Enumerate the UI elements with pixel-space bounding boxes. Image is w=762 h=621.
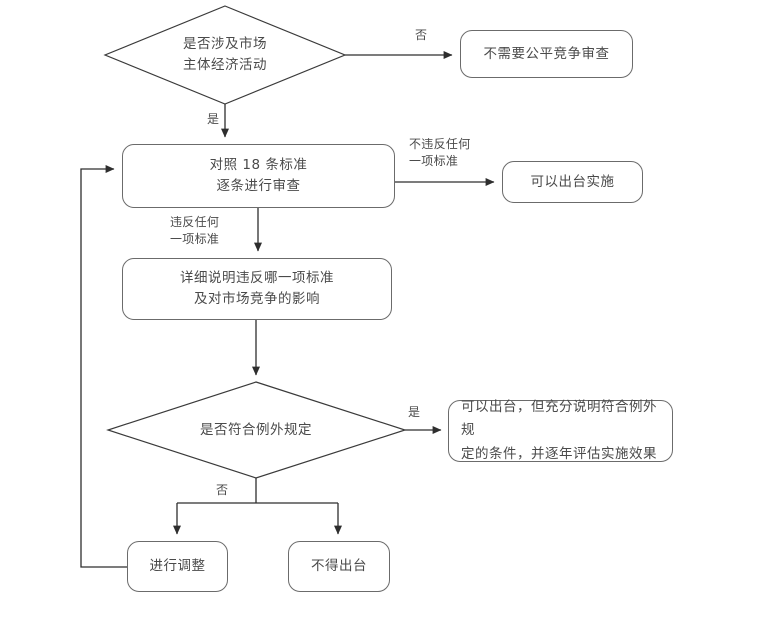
- decision-market-shape: [103, 5, 347, 105]
- edge-label-market-no: 否: [415, 28, 428, 42]
- node-check-18-standards[interactable]: 对照 18 条标准 逐条进行审查: [122, 144, 395, 208]
- edge-label-market-yes: 是: [207, 112, 220, 126]
- decision-exception-shape: [106, 381, 407, 479]
- edge-label-exception-yes: 是: [408, 405, 421, 419]
- node-no-review-needed[interactable]: 不需要公平竞争审查: [460, 30, 633, 78]
- node-make-adjustment[interactable]: 进行调整: [127, 541, 228, 592]
- edge-label-no-violation: 不违反任何 一项标准: [409, 137, 471, 169]
- node-can-implement-with-conditions[interactable]: 可以出台，但充分说明符合例外规 定的条件，并逐年评估实施效果: [448, 399, 673, 462]
- edge-feedback-loop: [80, 165, 127, 568]
- node-cannot-implement[interactable]: 不得出台: [288, 541, 390, 592]
- edge-label-violation: 违反任何 一项标准: [170, 215, 220, 247]
- edge-label-exception-no: 否: [216, 483, 229, 497]
- node-explain-violation[interactable]: 详细说明违反哪一项标准 及对市场竞争的影响: [122, 258, 392, 320]
- node-can-implement[interactable]: 可以出台实施: [502, 161, 643, 203]
